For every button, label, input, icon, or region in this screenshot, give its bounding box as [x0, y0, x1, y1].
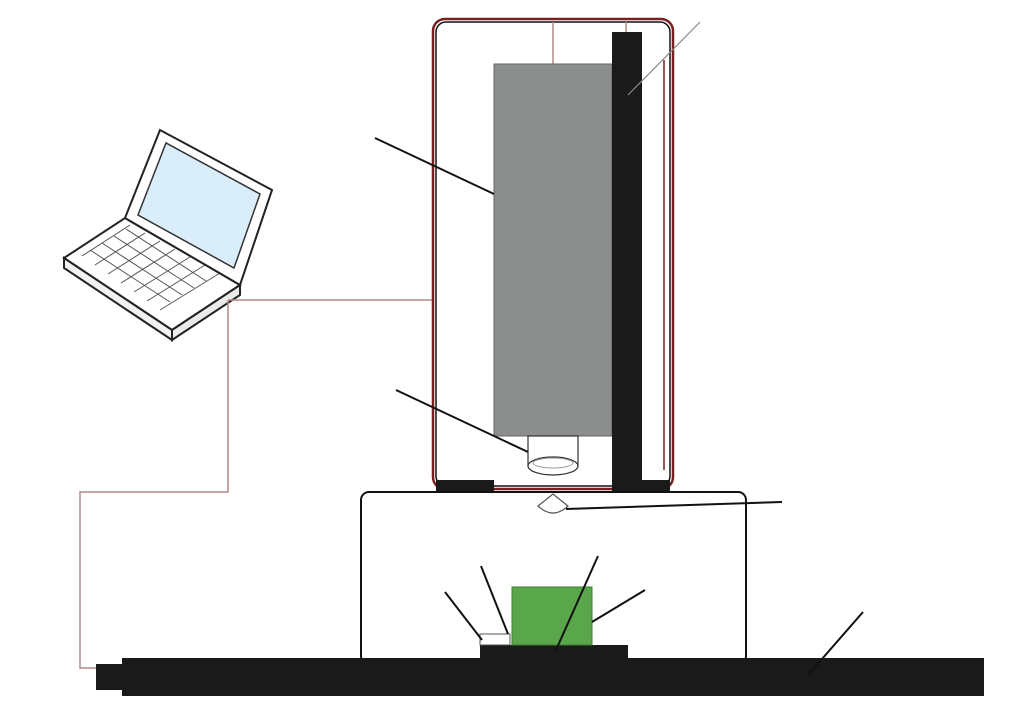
- callout-line-green-block: [591, 589, 646, 623]
- callout-line-sensor-top: [480, 565, 509, 635]
- vertical-rail: [612, 32, 642, 482]
- laptop-base-side: [171, 283, 241, 342]
- small-platform: [480, 645, 628, 660]
- base-bar: [122, 658, 984, 696]
- green-block: [511, 586, 593, 646]
- callout-line-lens: [395, 389, 529, 453]
- callout-line-platform: [555, 555, 599, 651]
- callout-line-base-bar: [807, 611, 864, 676]
- lens: [527, 435, 579, 476]
- laptop-keyboard: [81, 224, 221, 311]
- base-bar-end-cap: [96, 664, 124, 690]
- upper-foot-right: [612, 480, 670, 492]
- callout-line-gray-unit: [374, 137, 495, 195]
- upper-foot-left: [436, 480, 494, 492]
- laptop-screen: [137, 141, 261, 270]
- callout-line-rail: [627, 21, 701, 96]
- cable-to-base: [79, 300, 229, 669]
- nozzle: [537, 493, 569, 514]
- cables: [79, 299, 433, 669]
- callout-line-sensor: [444, 591, 483, 641]
- laptop-icon: [62, 128, 274, 342]
- small-sensor: [479, 633, 511, 646]
- callout-line-nozzle: [565, 501, 783, 510]
- callout-lines: [374, 137, 864, 676]
- gray-unit: [493, 63, 613, 437]
